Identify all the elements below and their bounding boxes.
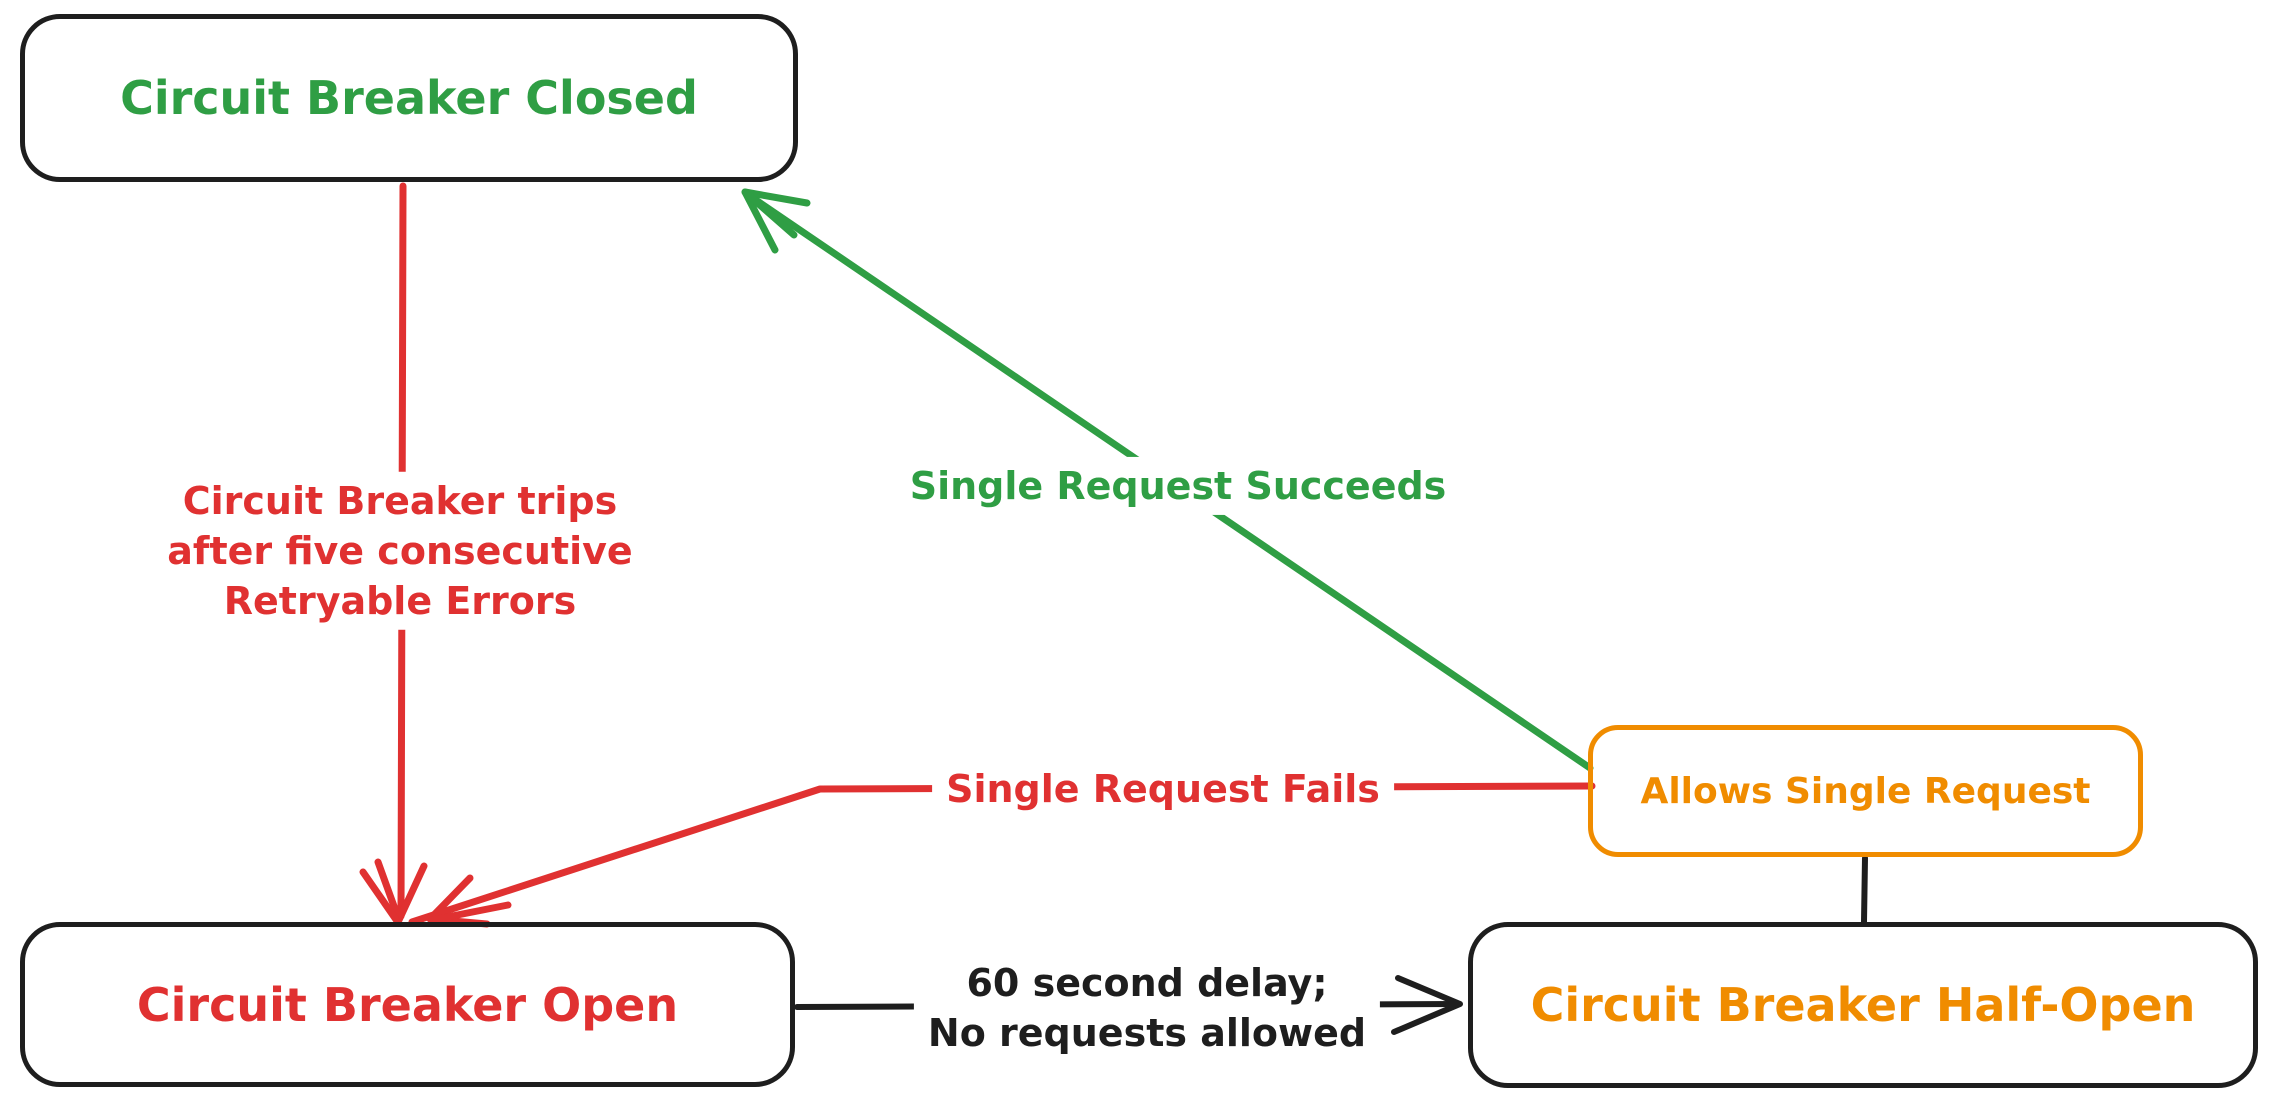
edge-label-fail: Single Request Fails [932,759,1394,819]
node-circuit-breaker-closed: Circuit Breaker Closed [20,14,798,182]
node-circuit-breaker-closed-label: Circuit Breaker Closed [120,71,698,125]
node-allows-single-request: Allows Single Request [1588,725,2143,857]
edge-label-trip: Circuit Breaker trips after five consecu… [153,471,647,631]
edge-label-success: Single Request Succeeds [895,456,1461,516]
half-open-connector-line [1861,855,1868,925]
node-allows-single-request-label: Allows Single Request [1640,770,2091,812]
node-circuit-breaker-half-open-label: Circuit Breaker Half-Open [1530,978,2196,1032]
edge-label-delay: 60 second delay; No requests allowed [913,953,1381,1063]
node-circuit-breaker-open: Circuit Breaker Open [20,922,795,1087]
node-circuit-breaker-open-label: Circuit Breaker Open [136,977,679,1032]
node-circuit-breaker-half-open: Circuit Breaker Half-Open [1468,922,2258,1088]
